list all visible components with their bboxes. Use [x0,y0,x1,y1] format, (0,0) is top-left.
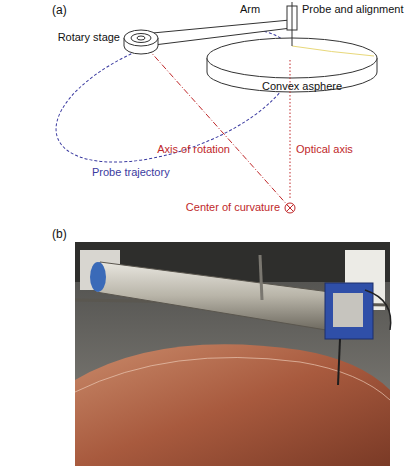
part-label: Arm [240,3,260,16]
support-post [260,255,262,300]
part-label: Probe and alignment [302,3,404,16]
point-label: Center of curvature [186,201,280,214]
axis-label: Optical axis [296,143,353,156]
arm-tube [96,262,330,330]
probe-trajectory [39,1,312,190]
panel-letter: (b) [52,228,67,241]
probe-box [325,283,373,339]
rotary-stage [124,30,158,54]
part-label: Convex asphere [262,80,342,93]
center-circle [285,203,295,213]
probe-stylus [292,2,293,46]
panel-letter: (a) [52,4,67,17]
part-label: Rotary stage [58,31,120,44]
center-of-curvature-mark [285,203,295,213]
cable [365,290,391,330]
photo [75,242,391,466]
axis-label: Axis of rotation [157,143,230,156]
center-cross [287,205,294,212]
rotary-mount [90,262,106,292]
center-cross [287,205,294,212]
trajectory-label: Probe trajectory [92,166,170,179]
stage-spiral [131,34,151,43]
stage-spiral [137,36,145,40]
probe-stylus-photo [338,339,340,385]
glass-asphere [75,344,390,466]
probe [287,2,297,46]
photo-background [75,242,390,466]
surface-trace [292,46,374,56]
probe-plate [333,293,363,327]
stage-top [124,30,158,46]
glass-edge [75,357,390,400]
arm-bar [142,20,291,46]
